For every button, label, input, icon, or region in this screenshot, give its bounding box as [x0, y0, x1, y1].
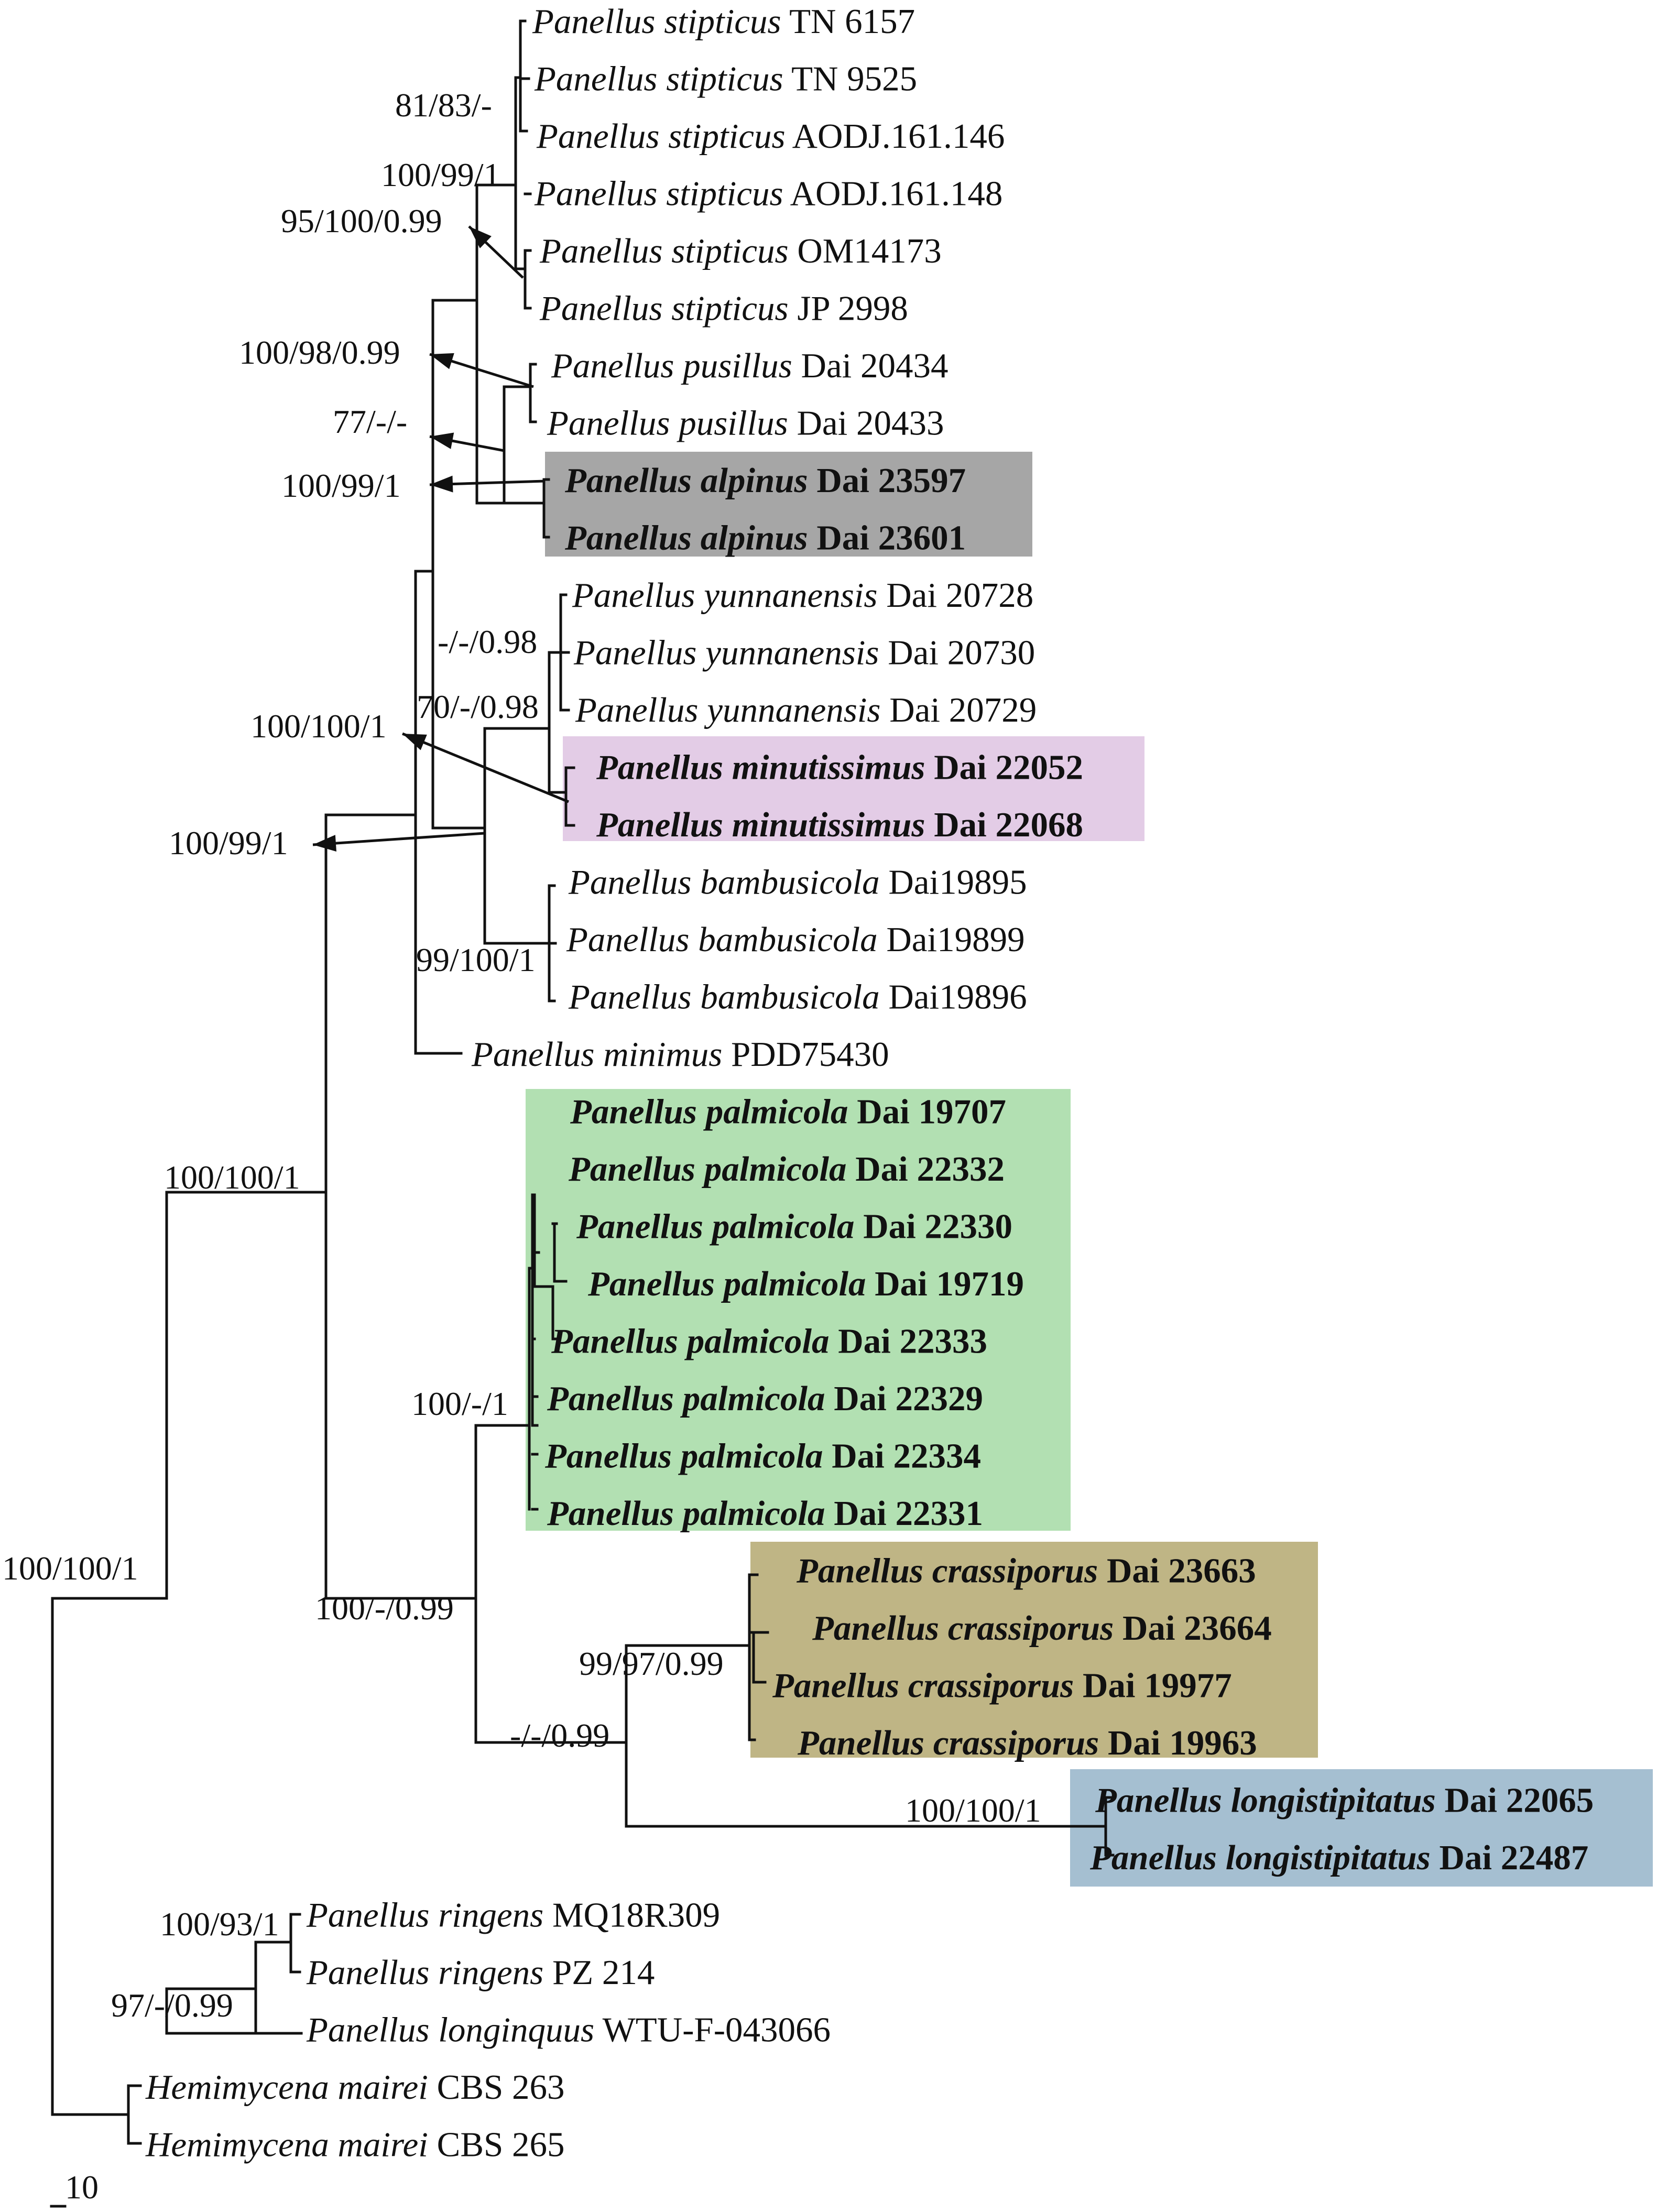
arrow-line	[312, 832, 485, 846]
arrow-line	[402, 732, 569, 803]
support-arrows	[312, 225, 569, 852]
taxon-label: Panellus stipticus TN 9525	[534, 60, 917, 99]
arrowhead	[430, 353, 454, 369]
taxon-label: Panellus palmicola Dai 22329	[547, 1379, 983, 1418]
palmicola-highlight-box	[526, 1089, 1071, 1531]
taxon-label: Panellus minutissimus Dai 22068	[596, 805, 1083, 844]
support-value: 81/83/-	[395, 86, 492, 124]
tree-branches	[51, 19, 1115, 2145]
taxon-label: Hemimycena mairei CBS 265	[145, 2126, 565, 2164]
taxon-label: Panellus bambusicola Dai19899	[566, 920, 1025, 959]
taxon-label: Panellus alpinus Dai 23601	[564, 519, 966, 558]
taxon-label: Panellus ringens PZ 214	[306, 1953, 655, 1992]
taxon-label: Panellus palmicola Dai 22331	[547, 1494, 983, 1533]
minutissimus-highlight-box	[563, 736, 1144, 841]
support-value: -/-/0.98	[438, 623, 537, 660]
taxon-label: Panellus pusillus Dai 20434	[551, 346, 948, 385]
support-value: 100/100/1	[2, 1550, 138, 1587]
arrowhead	[402, 734, 427, 750]
taxon-label: Hemimycena mairei CBS 263	[145, 2068, 565, 2107]
taxon-label: Panellus alpinus Dai 23597	[564, 461, 966, 500]
taxon-label: Panellus minutissimus Dai 22052	[596, 748, 1083, 787]
taxon-label: Panellus crassiporus Dai 23663	[796, 1552, 1256, 1590]
taxon-label: Panellus yunnanensis Dai 20728	[572, 576, 1033, 615]
support-value: 100/-/0.99	[315, 1589, 454, 1627]
taxon-label: Panellus yunnanensis Dai 20729	[575, 691, 1037, 729]
support-value: 100/98/0.99	[239, 334, 400, 371]
support-value: 99/100/1	[416, 941, 536, 978]
taxon-label: Panellus ringens MQ18R309	[306, 1896, 720, 1935]
taxon-label: Panellus longistipitatus Dai 22487	[1089, 1838, 1588, 1877]
taxon-label: Panellus palmicola Dai 22332	[568, 1150, 1005, 1189]
support-value: 100/100/1	[250, 707, 387, 745]
taxon-label: Panellus stipticus AODJ.161.146	[536, 117, 1005, 156]
support-value: 95/100/0.99	[281, 202, 442, 239]
taxon-label: Panellus stipticus JP 2998	[539, 289, 908, 328]
taxon-label: Panellus crassiporus Dai 19977	[772, 1666, 1232, 1705]
support-values: 81/83/- 100/99/1 95/100/0.99 100/98/0.99…	[2, 86, 1041, 2024]
taxon-label: Panellus stipticus TN 6157	[532, 2, 915, 41]
support-value: 97/-/0.99	[111, 1987, 233, 2024]
scale-bar-label: 10	[65, 2169, 99, 2206]
support-value: 77/-/-	[333, 403, 407, 440]
support-value: 100/-/1	[411, 1385, 508, 1422]
taxon-label: Panellus longistipitatus Dai 22065	[1095, 1781, 1594, 1820]
support-value: 99/97/0.99	[579, 1645, 724, 1682]
taxon-label: Panellus palmicola Dai 19707	[570, 1093, 1006, 1131]
support-value: 100/99/1	[169, 824, 288, 862]
taxon-label: Panellus bambusicola Dai19895	[568, 863, 1027, 902]
arrowhead	[430, 432, 454, 449]
support-value: 100/99/1	[281, 467, 401, 504]
taxon-label: Panellus crassiporus Dai 23664	[812, 1609, 1272, 1648]
support-value: 100/99/1	[381, 156, 500, 193]
taxon-label: Panellus palmicola Dai 19719	[587, 1265, 1024, 1303]
support-value: 100/93/1	[160, 1905, 279, 1943]
arrowhead	[430, 475, 453, 493]
taxon-label: Panellus yunnanensis Dai 20730	[573, 634, 1035, 672]
alpinus-highlight-box	[545, 452, 1032, 557]
support-value: -/-/0.99	[510, 1717, 609, 1754]
taxon-label: Panellus bambusicola Dai19896	[568, 978, 1027, 1017]
longistipitatus-highlight-box	[1070, 1769, 1653, 1887]
taxon-label: Panellus longinquus WTU-F-043066	[306, 2011, 831, 2050]
support-value: 100/100/1	[905, 1792, 1041, 1829]
crassiporus-highlight-box	[750, 1542, 1318, 1758]
taxon-label: Panellus stipticus OM14173	[539, 232, 942, 270]
taxon-label: Panellus palmicola Dai 22334	[544, 1437, 981, 1476]
taxon-label: Panellus palmicola Dai 22330	[576, 1207, 1012, 1246]
taxon-label: Panellus crassiporus Dai 19963	[797, 1724, 1257, 1762]
arrowhead	[313, 835, 336, 852]
taxon-label: Panellus pusillus Dai 20433	[547, 404, 944, 443]
taxon-label: Panellus palmicola Dai 22333	[551, 1322, 987, 1361]
support-value: 100/100/1	[164, 1159, 300, 1196]
taxon-label: Panellus stipticus AODJ.161.148	[534, 175, 1002, 213]
taxon-label: Panellus minimus PDD75430	[471, 1035, 889, 1074]
arrowhead	[469, 226, 492, 248]
support-value: 70/-/0.98	[417, 688, 539, 725]
